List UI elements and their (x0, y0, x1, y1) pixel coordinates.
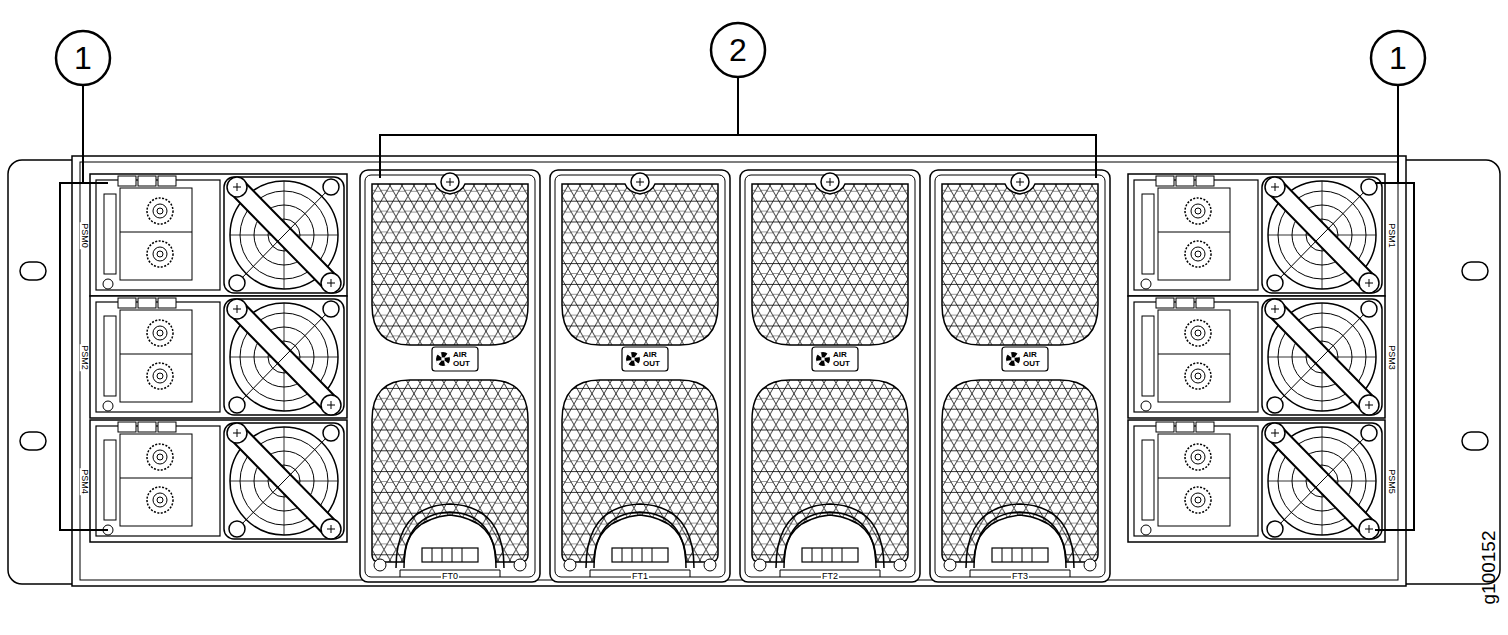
callout-number: 1 (74, 42, 92, 74)
slot-label: FT0 (441, 572, 459, 581)
slot-label: FT3 (1011, 572, 1029, 581)
airflow-label: AIR OUT (1023, 350, 1045, 368)
slot-label: PSM1 (1386, 222, 1395, 249)
callout-number: 2 (729, 34, 747, 66)
slot-label: PSM4 (79, 468, 88, 495)
slot-label: FT1 (631, 572, 649, 581)
airflow-label: AIR OUT (833, 350, 855, 368)
callout-number: 1 (1389, 42, 1407, 74)
slot-label: PSM3 (1386, 344, 1395, 371)
airflow-label: AIR OUT (453, 350, 475, 368)
airflow-label: AIR OUT (643, 350, 665, 368)
figure-id: g100152 (1480, 530, 1499, 604)
slot-label: PSM5 (1386, 468, 1395, 495)
slot-label: PSM0 (79, 222, 88, 249)
slot-label: FT2 (821, 572, 839, 581)
slot-label: PSM2 (79, 344, 88, 371)
